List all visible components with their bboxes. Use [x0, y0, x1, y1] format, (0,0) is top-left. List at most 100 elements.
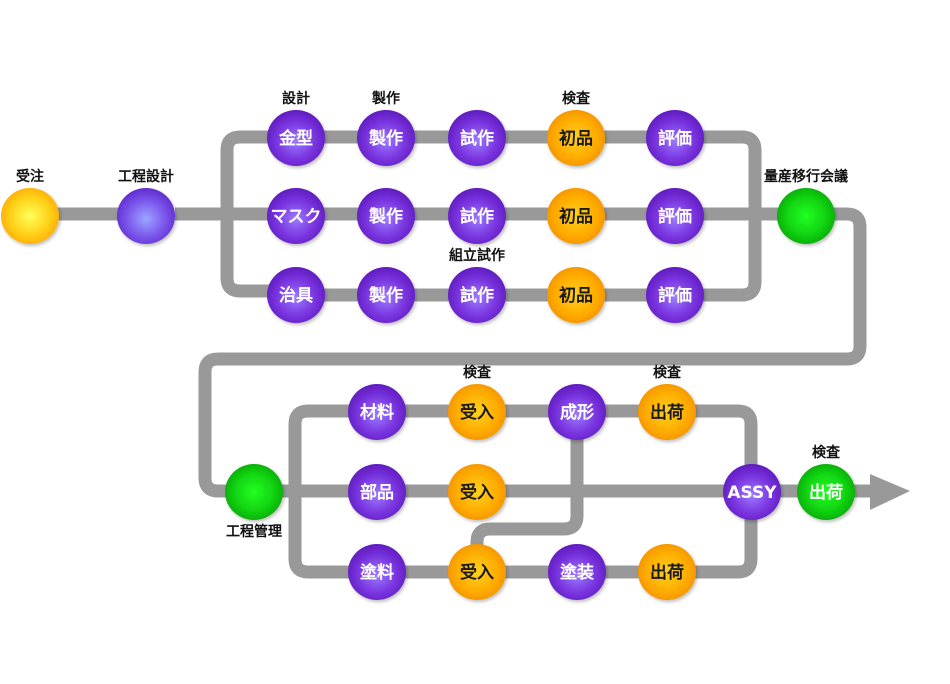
node-text: 成形 — [560, 402, 594, 423]
pipe-top-right-merge — [675, 130, 762, 302]
node-text: 受入 — [460, 482, 494, 503]
node-circle — [646, 110, 704, 166]
node-circle — [777, 188, 835, 244]
node-order[interactable]: 受注 — [1, 168, 59, 244]
node-circle — [267, 267, 325, 323]
node-r1-4[interactable]: 評価 — [646, 110, 704, 166]
node-b3-1[interactable]: 受入 — [448, 544, 506, 600]
node-label: 検査 — [463, 364, 492, 381]
node-circle — [448, 544, 506, 600]
node-text: 出荷 — [650, 562, 684, 583]
node-text: 初品 — [559, 206, 593, 227]
node-label: 設計 — [282, 90, 310, 107]
node-text: 評価 — [658, 285, 692, 306]
node-b2-1[interactable]: 受入 — [448, 464, 506, 520]
node-process-design[interactable]: 工程設計 — [117, 168, 175, 244]
node-label: 検査 — [653, 364, 682, 381]
node-r2-2[interactable]: 試作 — [448, 188, 506, 244]
node-circle — [348, 384, 406, 440]
node-r3-0[interactable]: 治具 — [267, 267, 325, 323]
node-r1-2[interactable]: 試作 — [448, 110, 506, 166]
pipe-top-left-branch — [220, 130, 296, 298]
node-text: 初品 — [559, 285, 593, 306]
node-b3-2[interactable]: 塗装 — [548, 544, 606, 600]
node-text: マスク — [271, 207, 322, 227]
node-assy[interactable]: ASSY — [723, 464, 781, 520]
node-text: 塗料 — [360, 562, 394, 583]
node-label: 受注 — [16, 168, 44, 185]
node-r2-4[interactable]: 評価 — [646, 188, 704, 244]
node-b3-3[interactable]: 出荷 — [638, 544, 696, 600]
node-circle — [357, 188, 415, 244]
pipe-meeting-to-management — [198, 207, 867, 498]
node-circle — [348, 544, 406, 600]
node-process-management[interactable]: 工程管理 — [225, 464, 283, 540]
node-circle — [448, 384, 506, 440]
node-text: 試作 — [460, 285, 494, 306]
node-circle — [357, 110, 415, 166]
node-text: ASSY — [727, 483, 777, 503]
node-circle — [646, 188, 704, 244]
output-arrow-icon — [870, 474, 910, 510]
node-text: 出荷 — [809, 482, 843, 503]
node-circle — [225, 464, 283, 520]
node-text: 評価 — [658, 206, 692, 227]
node-mass-production-meeting[interactable]: 量産移行会議 — [764, 168, 848, 244]
node-r3-1[interactable]: 製作 — [357, 267, 415, 323]
node-label: 製作 — [371, 90, 400, 107]
node-r3-4[interactable]: 評価 — [646, 267, 704, 323]
node-b2-0[interactable]: 部品 — [348, 464, 406, 520]
node-circle — [448, 110, 506, 166]
process-nodes: 受注工程設計金型設計製作製作試作初品検査評価マスク製作試作初品評価治具製作試作組… — [1, 90, 855, 600]
node-circle — [723, 464, 781, 520]
node-b1-0[interactable]: 材料 — [348, 384, 406, 440]
node-text: 出荷 — [650, 402, 684, 423]
node-text: 治具 — [279, 285, 313, 306]
node-r3-3[interactable]: 初品 — [547, 267, 605, 323]
node-text: 受入 — [460, 402, 494, 423]
node-circle — [348, 464, 406, 520]
node-circle — [797, 464, 855, 520]
node-text: 製作 — [368, 206, 403, 227]
node-text: 試作 — [460, 128, 494, 149]
node-circle — [548, 384, 606, 440]
node-circle — [547, 188, 605, 244]
node-label: 組立試作 — [449, 247, 505, 264]
node-b3-0[interactable]: 塗料 — [348, 544, 406, 600]
node-text: 部品 — [360, 482, 394, 503]
node-circle — [638, 544, 696, 600]
node-circle — [448, 188, 506, 244]
node-r2-0[interactable]: マスク — [267, 188, 325, 244]
node-circle — [646, 267, 704, 323]
node-label: 工程管理 — [226, 523, 282, 540]
node-circle — [638, 384, 696, 440]
node-text: 塗装 — [560, 562, 594, 583]
node-r2-3[interactable]: 初品 — [547, 188, 605, 244]
node-text: 材料 — [360, 402, 394, 423]
node-label: 検査 — [812, 444, 841, 461]
node-text: 金型 — [278, 128, 313, 149]
node-text: 評価 — [658, 128, 692, 149]
node-circle — [357, 267, 415, 323]
node-circle — [267, 188, 325, 244]
node-b1-2[interactable]: 成形 — [548, 384, 606, 440]
node-text: 製作 — [368, 285, 403, 306]
node-circle — [267, 110, 325, 166]
node-text: 製作 — [368, 128, 403, 149]
node-circle — [448, 267, 506, 323]
node-circle — [547, 267, 605, 323]
node-circle — [117, 188, 175, 244]
pipe-molding-to-receive — [470, 491, 584, 572]
node-label: 検査 — [562, 90, 591, 107]
node-text: 初品 — [559, 128, 593, 149]
node-text: 試作 — [460, 206, 494, 227]
node-r2-1[interactable]: 製作 — [357, 188, 415, 244]
